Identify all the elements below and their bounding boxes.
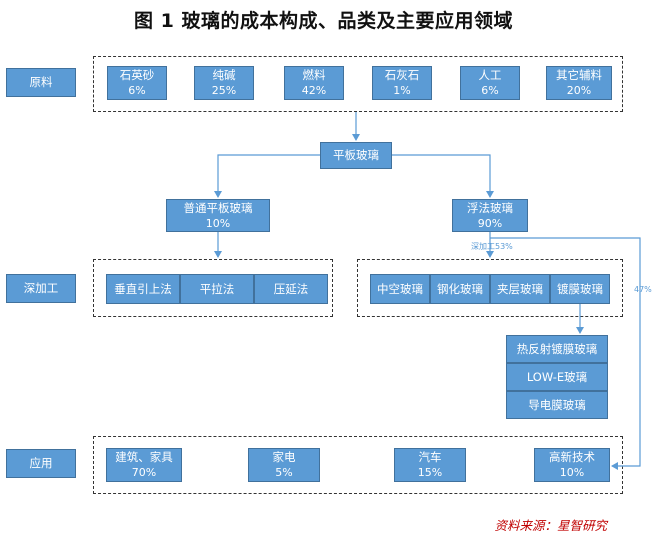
row-label-app-text: 应用 <box>29 456 53 470</box>
deep-left-item: 平拉法 <box>180 274 254 304</box>
app-item-auto: 汽车 15% <box>394 448 466 482</box>
raw-item-quartz: 石英砂 6% <box>107 66 167 100</box>
raw-item-other: 其它辅料 20% <box>546 66 612 100</box>
app-name: 建筑、家具 <box>115 450 173 464</box>
app-value: 15% <box>417 466 443 479</box>
raw-item-name: 燃料 <box>302 68 326 82</box>
app-name: 汽车 <box>418 450 442 464</box>
label-direct-share: 47% <box>634 285 652 294</box>
label-deep-processing-share: 深加工53% <box>471 242 513 251</box>
raw-item-soda: 纯碱 25% <box>194 66 254 100</box>
deep-right-text: 夹层玻璃 <box>497 281 543 296</box>
raw-item-value: 42% <box>301 84 327 97</box>
ordinary-value: 10% <box>205 216 231 230</box>
arrow-float-to-app <box>490 237 641 470</box>
source-note: 资料来源：星智研究 <box>494 518 607 533</box>
float-name: 浮法玻璃 <box>467 200 513 215</box>
deep-left-text: 压延法 <box>273 281 309 296</box>
float-value: 90% <box>477 216 503 230</box>
raw-item-limestone: 石灰石 1% <box>372 66 432 100</box>
raw-materials-group <box>93 56 623 112</box>
raw-item-name: 石灰石 <box>384 68 420 82</box>
coated-item: LOW-E玻璃 <box>506 363 608 391</box>
flat-glass-box: 平板玻璃 <box>320 142 392 169</box>
coated-text: 热反射镀膜玻璃 <box>516 341 598 356</box>
raw-item-name: 其它辅料 <box>556 68 602 82</box>
deep-right-text: 镀膜玻璃 <box>557 281 603 296</box>
raw-item-value: 25% <box>211 84 237 97</box>
app-value: 10% <box>559 466 585 479</box>
row-label-raw: 原料 <box>6 68 76 97</box>
deep-left-item: 压延法 <box>254 274 328 304</box>
deep-right-item-coated: 镀膜玻璃 <box>550 274 610 304</box>
row-label-app: 应用 <box>6 449 76 478</box>
flat-glass-text: 平板玻璃 <box>333 148 379 162</box>
deep-right-group <box>357 259 623 317</box>
app-value: 5% <box>275 466 293 479</box>
ordinary-name: 普通平板玻璃 <box>183 200 253 215</box>
app-value: 70% <box>131 466 157 479</box>
row-label-raw-text: 原料 <box>29 75 53 89</box>
app-item-hightech: 高新技术 10% <box>534 448 610 482</box>
applications-group <box>93 436 623 494</box>
deep-right-text: 中空玻璃 <box>377 281 423 296</box>
row-label-deep-text: 深加工 <box>23 281 59 295</box>
deep-right-item: 钢化玻璃 <box>430 274 490 304</box>
coated-item: 导电膜玻璃 <box>506 391 608 419</box>
row-label-deep: 深加工 <box>6 274 76 303</box>
float-glass-box: 浮法玻璃 90% <box>452 199 528 232</box>
raw-item-name: 纯碱 <box>212 68 236 82</box>
arrow-flat-to-float <box>392 154 494 198</box>
deep-left-text: 垂直引上法 <box>114 281 172 296</box>
raw-item-fuel: 燃料 42% <box>284 66 344 100</box>
raw-item-name: 石英砂 <box>119 68 155 82</box>
raw-item-value: 6% <box>481 84 499 97</box>
coated-item: 热反射镀膜玻璃 <box>506 335 608 363</box>
app-name: 家电 <box>272 450 296 464</box>
deep-left-text: 平拉法 <box>199 281 235 296</box>
figure-title: 图 1 玻璃的成本构成、品类及主要应用领域 <box>134 10 513 32</box>
raw-item-value: 20% <box>566 84 592 97</box>
app-item-building: 建筑、家具 70% <box>106 448 182 482</box>
raw-item-value: 1% <box>393 84 411 97</box>
app-item-appliance: 家电 5% <box>248 448 320 482</box>
arrow-flat-to-ordinary <box>214 154 320 198</box>
raw-item-value: 6% <box>128 84 146 97</box>
deep-left-item: 垂直引上法 <box>106 274 180 304</box>
deep-right-item: 中空玻璃 <box>370 274 430 304</box>
app-name: 高新技术 <box>549 450 595 464</box>
ordinary-flat-glass-box: 普通平板玻璃 10% <box>166 199 270 232</box>
raw-item-name: 人工 <box>478 68 502 82</box>
coated-text: LOW-E玻璃 <box>526 369 588 384</box>
deep-right-item: 夹层玻璃 <box>490 274 550 304</box>
raw-item-labor: 人工 6% <box>460 66 520 100</box>
deep-right-text: 钢化玻璃 <box>437 281 483 296</box>
deep-left-group <box>93 259 333 317</box>
coated-text: 导电膜玻璃 <box>528 397 586 412</box>
